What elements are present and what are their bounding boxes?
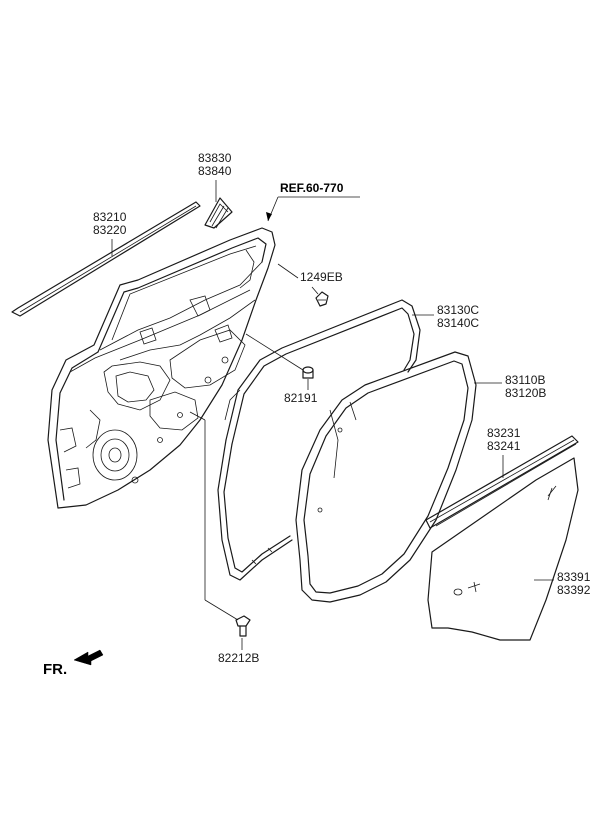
- label-82191: 82191: [284, 391, 318, 405]
- plug-82191: [302, 366, 314, 379]
- label-83140C: 83140C: [437, 316, 479, 330]
- label-83392: 83392: [557, 583, 591, 597]
- ref-callout: REF.60-770: [266, 181, 360, 222]
- rear-door-panel: [47, 227, 276, 509]
- label-83391: 83391: [557, 570, 591, 584]
- sealing-film: [427, 457, 579, 641]
- label-82212B: 82212B: [218, 651, 259, 665]
- label-83120B: 83120B: [505, 386, 546, 400]
- ref-label: REF.60-770: [280, 181, 344, 195]
- label-1249EB: 1249EB: [300, 270, 343, 284]
- front-direction-arrow-icon: [73, 649, 104, 666]
- delta-moulding: [204, 197, 233, 229]
- clip-1249EB: [315, 291, 329, 307]
- weatherstrip-door-frame: [217, 299, 421, 581]
- label-83840: 83840: [198, 164, 232, 178]
- label-83110B: 83110B: [505, 373, 545, 387]
- label-83241: 83241: [487, 439, 521, 453]
- label-83210: 83210: [93, 210, 127, 224]
- label-83231: 83231: [487, 426, 521, 440]
- weatherstrip-body-side: [295, 351, 477, 603]
- label-83220: 83220: [93, 223, 127, 237]
- label-83130C: 83130C: [437, 303, 479, 317]
- label-83830: 83830: [198, 151, 232, 165]
- bolt-82212B: [235, 615, 251, 637]
- lower-seal-strip: [425, 435, 579, 529]
- front-label: FR.: [43, 661, 67, 678]
- front-direction: FR.: [43, 649, 104, 678]
- belt-moulding: [11, 201, 201, 317]
